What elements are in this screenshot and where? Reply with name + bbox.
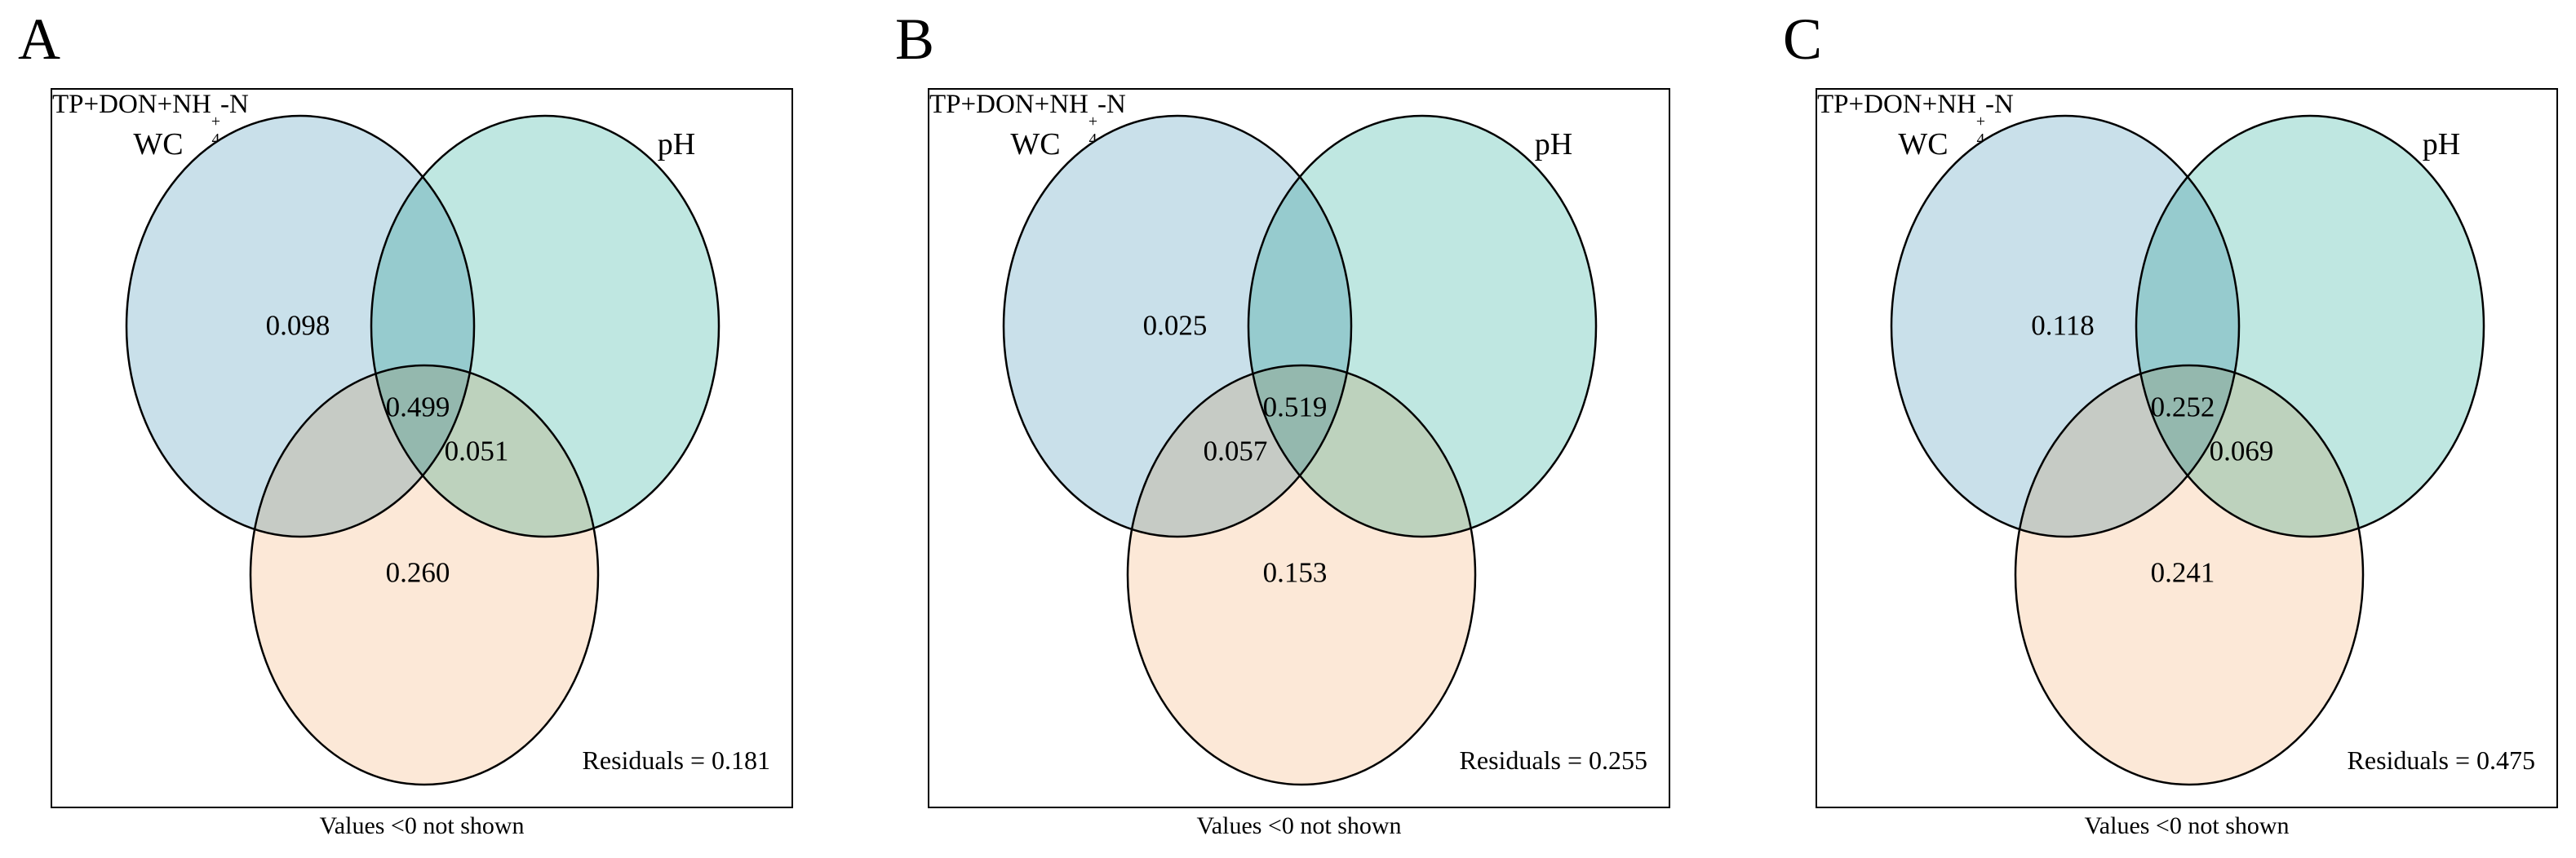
value-wc-unique: 0.118 [2031,309,2095,342]
tp-label-suffix: -N [220,90,249,119]
wc-label: WC [133,127,184,161]
value-wc-tp: 0.057 [1203,435,1268,467]
value-tp-unique: 0.153 [1262,556,1328,589]
residuals-text: Residuals = 0.255 [1459,745,1647,775]
panel-letter: A [18,7,60,72]
tp-label-suffix: -N [1097,90,1126,119]
value-wc-ph-tp: 0.252 [2150,391,2215,423]
wc-label: WC [1010,127,1061,161]
value-wc-unique: 0.025 [1142,309,1208,342]
tp-label-suffix: -N [1985,90,2014,119]
tp-label-sub: 4 [211,130,220,148]
tp-label-sup: + [211,112,221,130]
venn-diagram [125,114,720,786]
venn-diagram [1002,114,1598,786]
tp-label-sub: 4 [1088,130,1097,148]
value-ph-tp: 0.069 [2209,435,2274,467]
values-note: Values <0 not shown [1196,812,1402,839]
values-note: Values <0 not shown [319,812,525,839]
residuals-text: Residuals = 0.475 [2347,745,2535,775]
tp-label-prefix: TP+DON+NH [1817,90,1976,119]
tp-label: TP+DON+NH+4-N [52,90,249,148]
panel-b: B WC pH 0.025 0.519 0.057 0.153 TP+DON+N… [893,0,1678,858]
panel-letter: B [895,7,935,72]
value-tp-unique: 0.260 [385,556,450,589]
venn-plot-box: WC pH 0.118 0.252 0.069 0.241 TP+DON+NH+… [1816,88,2558,808]
venn-plot-box: WC pH 0.098 0.499 0.051 0.260 TP+DON+NH+… [51,88,793,808]
tp-label-subsup: +4 [1976,113,1985,148]
value-wc-ph-tp: 0.519 [1262,391,1328,423]
ph-label: pH [2422,127,2461,161]
value-wc-ph-tp: 0.499 [385,391,450,423]
tp-circle [1126,364,1477,786]
wc-label: WC [1898,127,1949,161]
value-ph-tp: 0.051 [444,435,509,467]
values-note: Values <0 not shown [2084,812,2290,839]
value-tp-unique: 0.241 [2150,556,2215,589]
panel-a: A WC pH 0.098 0.499 0.051 0.260 TP+DON+N… [16,0,801,858]
tp-label-subsup: +4 [1088,113,1097,148]
tp-label: TP+DON+NH+4-N [1817,90,2014,148]
tp-circle [2014,364,2365,786]
tp-circle [249,364,600,786]
tp-label-subsup: +4 [211,113,220,148]
value-wc-unique: 0.098 [265,309,330,342]
tp-label-sub: 4 [1976,130,1985,148]
panel-letter: C [1783,7,1823,72]
tp-label-prefix: TP+DON+NH [929,90,1088,119]
tp-label-sup: + [1088,112,1098,130]
panel-c: C WC pH 0.118 0.252 0.069 0.241 TP+DON+N… [1781,0,2566,858]
tp-label-prefix: TP+DON+NH [52,90,211,119]
ph-label: pH [657,127,696,161]
residuals-text: Residuals = 0.181 [582,745,770,775]
venn-plot-box: WC pH 0.025 0.519 0.057 0.153 TP+DON+NH+… [928,88,1670,808]
tp-label: TP+DON+NH+4-N [929,90,1126,148]
tp-label-sup: + [1975,112,1986,130]
ph-label: pH [1534,127,1573,161]
venn-diagram [1890,114,2485,786]
